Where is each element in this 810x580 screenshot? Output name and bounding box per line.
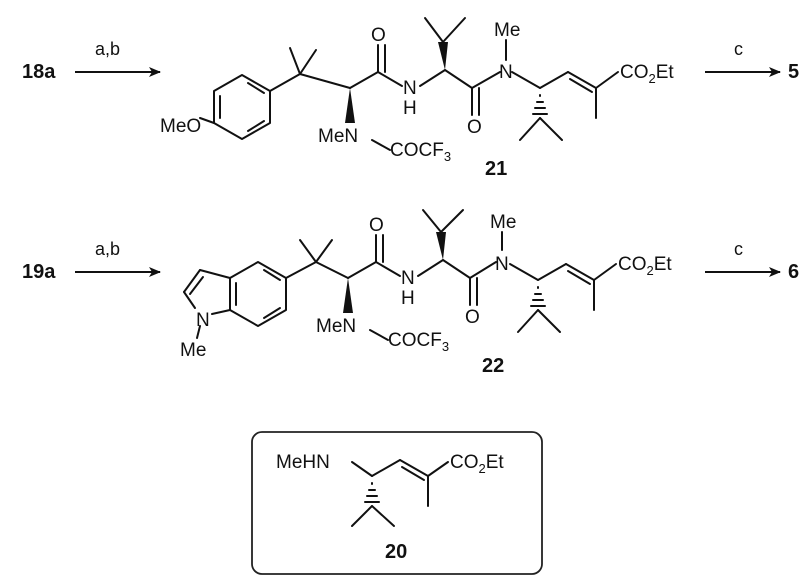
cocf3-label-2: COCF3 <box>388 330 449 354</box>
amide-h-2: H <box>401 288 415 309</box>
compound-22-label: 22 <box>482 355 504 377</box>
compound-21-label: 21 <box>485 158 507 180</box>
indole-n-label: N <box>196 310 210 331</box>
compound-19a-label: 19a <box>22 261 56 283</box>
hash-wedge-1 <box>532 94 548 115</box>
compound-20-label: 20 <box>385 541 407 563</box>
row-2: 19a a,b <box>22 209 799 377</box>
carbonyl-o-2: O <box>467 117 482 138</box>
reagents-ab-label-2: a,b <box>95 239 120 259</box>
reagent-c-label: c <box>734 39 743 59</box>
molecule-22 <box>183 209 617 341</box>
n-methyl-label-2: Me <box>490 212 516 233</box>
compound-6-label: 6 <box>788 261 799 283</box>
amide-n-4: N <box>495 254 509 275</box>
hash-wedge-3 <box>364 482 380 503</box>
men-label: MeN <box>318 126 358 147</box>
carbonyl-o-1: O <box>371 25 386 46</box>
co2et-label-3: CO2Et <box>450 452 504 476</box>
men-label-2: MeN <box>316 316 356 337</box>
n-methyl-label: Me <box>494 20 520 41</box>
co2et-label: CO2Et <box>620 62 674 86</box>
amide-h-1: H <box>403 98 417 119</box>
meo-label: MeO <box>160 116 201 137</box>
compound-5-label: 5 <box>788 61 799 83</box>
reagent-c-label-2: c <box>734 239 743 259</box>
cocf3-label: COCF3 <box>390 140 451 164</box>
co2et-label-2: CO2Et <box>618 254 672 278</box>
carbonyl-o-4: O <box>465 307 480 328</box>
reagents-ab-label: a,b <box>95 39 120 59</box>
row-1: 18a a,b <box>22 17 799 180</box>
carbonyl-o-3: O <box>369 215 384 236</box>
boxed-compound-20: MeHN CO2Et 20 <box>251 431 543 575</box>
compound-18a-label: 18a <box>22 61 56 83</box>
amide-n-3: N <box>401 268 415 289</box>
amide-n-2: N <box>499 62 513 83</box>
amide-n-1: N <box>403 78 417 99</box>
molecule-20 <box>351 459 449 527</box>
hash-wedge-2 <box>530 286 546 307</box>
indole-methyl-label: Me <box>180 340 206 361</box>
compound-box <box>251 431 543 575</box>
molecule-21 <box>199 17 619 151</box>
mehn-label: MeHN <box>276 452 330 473</box>
